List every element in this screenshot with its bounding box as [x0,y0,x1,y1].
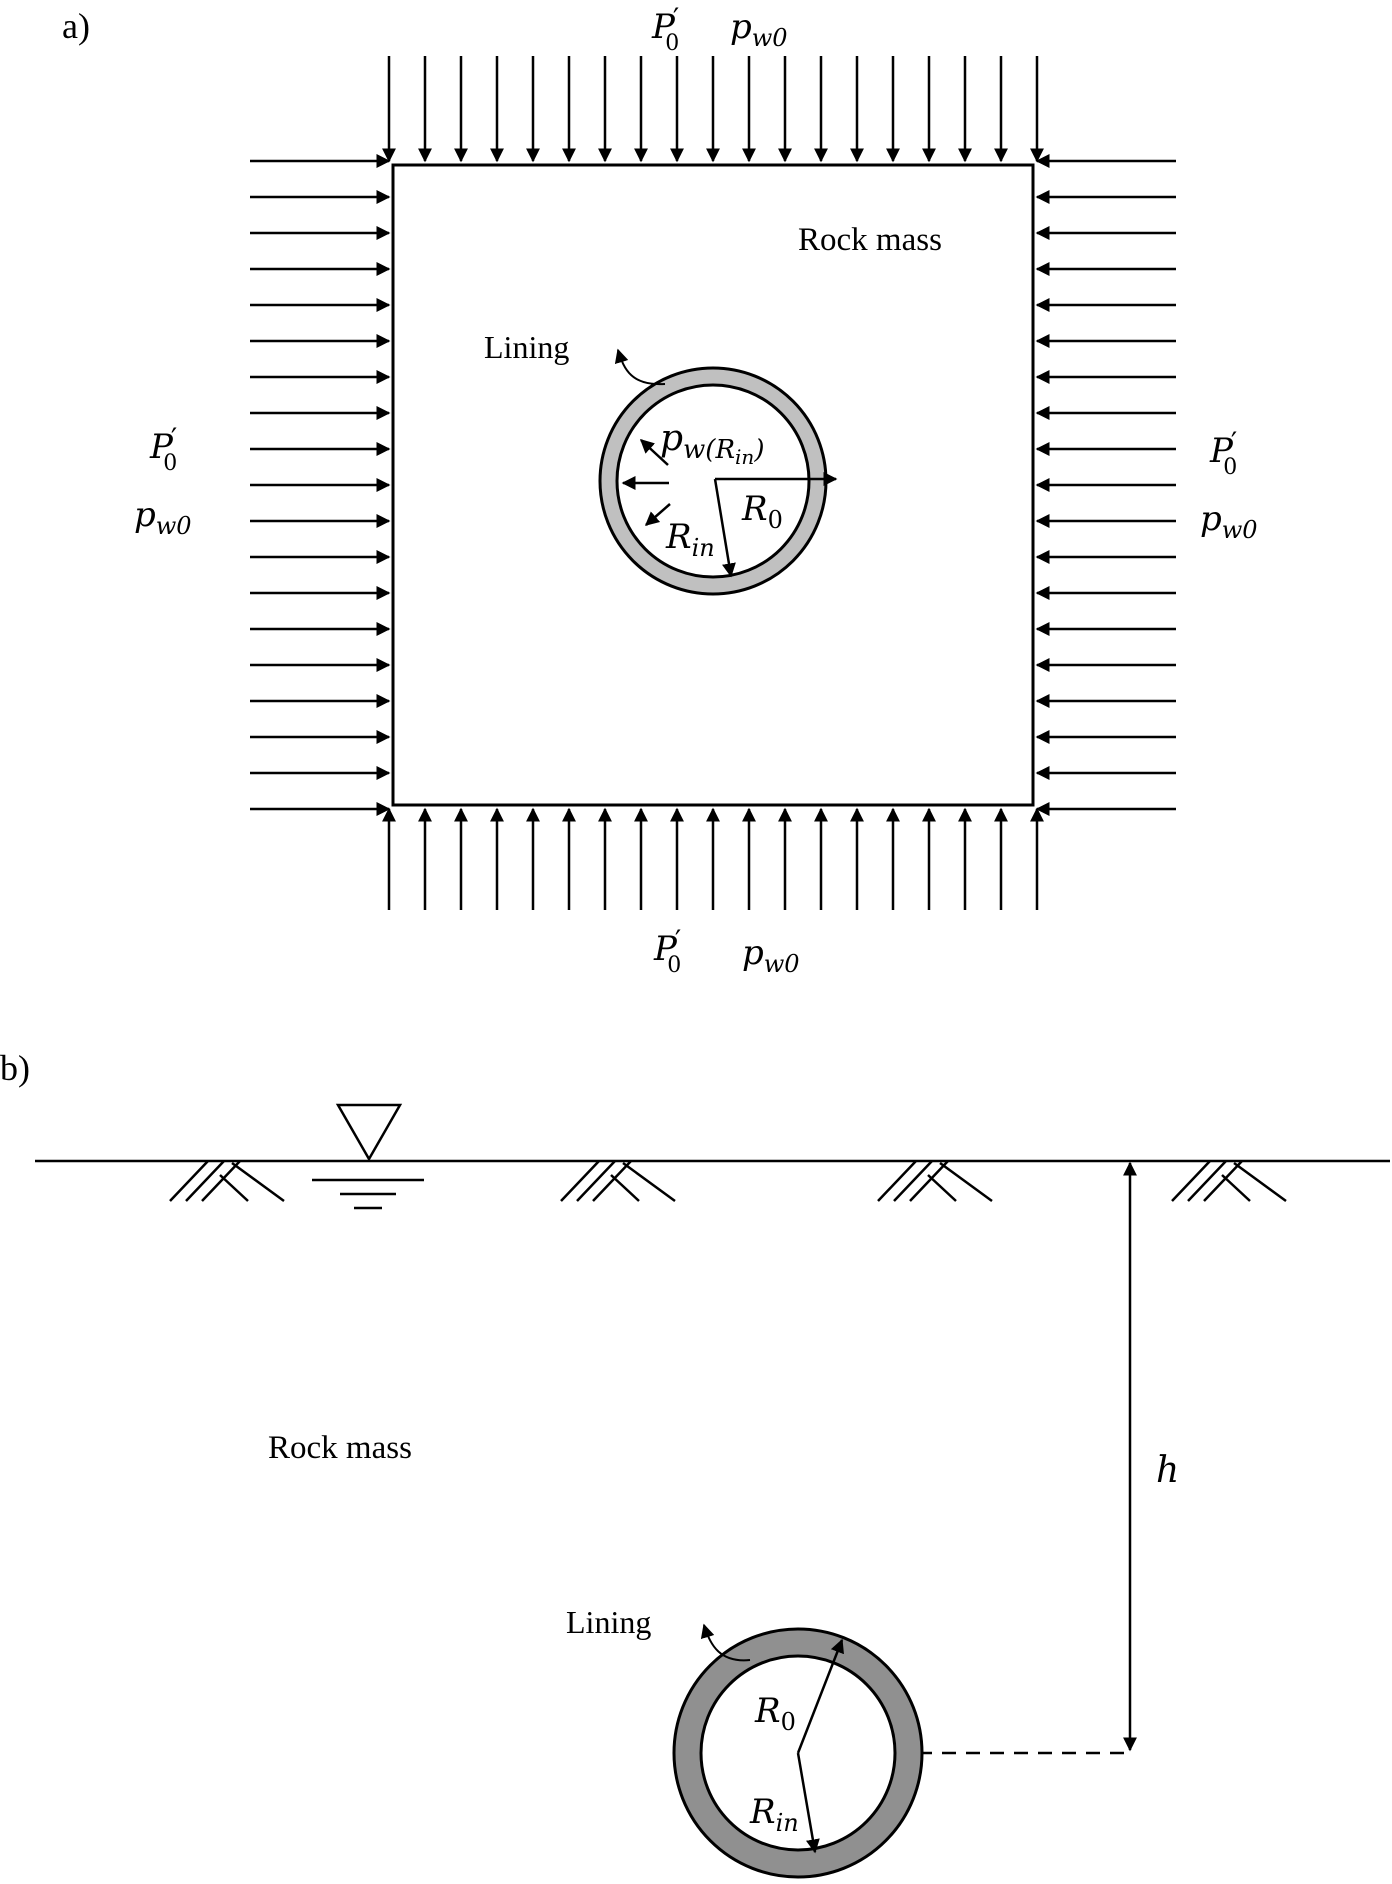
bottom-load-label-P: P′0 [653,924,681,978]
right-load-arrows [1035,154,1176,816]
lining-pointer-a [614,348,666,386]
ground-hatch-icon [560,1160,676,1203]
right-load-label-P: P′0 [1209,426,1237,480]
r0-arrow-b [796,1638,844,1754]
rin-label-b: Rin [749,1792,799,1837]
ground-hatches [169,1160,1287,1203]
ground-hatch-icon [877,1160,993,1203]
lining-label-a: Lining [484,329,569,365]
r0-label-a: R0 [741,489,783,534]
panel-b: b) Rock mass h Lining R0 Rin [0,1048,1390,1879]
lining-pointer-b [700,1623,751,1662]
rin-arrow-a [713,478,736,578]
rin-arrow-b [796,1752,820,1854]
top-load-label-pw: pw0 [730,7,788,52]
rock-mass-label-b: Rock mass [268,1430,412,1466]
panel-a-label: a) [62,6,90,46]
left-load-arrows [250,154,391,816]
left-load-label-P: P′0 [149,422,177,476]
rock-mass-label-a: Rock mass [798,222,942,258]
inner-pressure-arrow-1 [639,439,669,466]
r0-label-b: R0 [754,1691,796,1736]
tunnel-opening-a [615,383,811,579]
panel-a: a) P′0 pw0 P′0 pw0 P′0 pw0 P′0 pw0 Rock … [62,2,1258,978]
bottom-load-arrows [382,807,1044,910]
ground-hatch-icon [1171,1160,1287,1203]
ground-hatch-icon [169,1160,285,1203]
depth-label: h [1156,1450,1179,1491]
panel-b-label: b) [0,1048,30,1088]
inner-pressure-label: pw(Rin) [660,418,764,469]
rock-mass-boundary [391,163,1035,807]
water-table-icon [312,1103,424,1210]
top-load-label-P: P′0 [651,2,679,56]
lining-label-b: Lining [566,1604,651,1640]
right-load-label-pw: pw0 [1200,499,1258,544]
left-load-label-pw: pw0 [134,495,192,540]
top-load-arrows [382,56,1044,163]
bottom-load-label-pw: pw0 [742,933,800,978]
inner-pressure-arrow-3 [644,503,671,526]
rin-label-a: Rin [665,517,715,562]
